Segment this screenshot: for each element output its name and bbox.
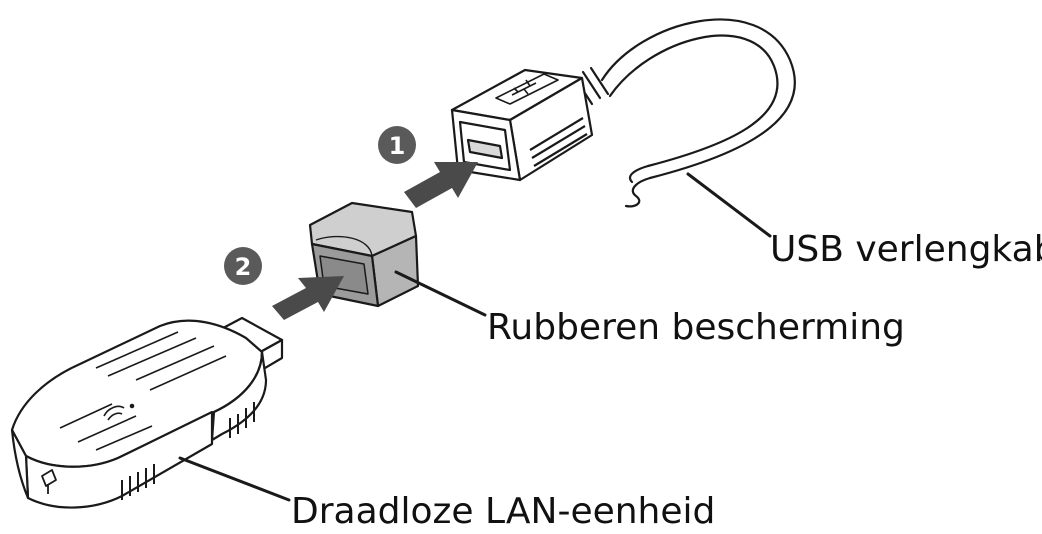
- status-led: [41, 469, 57, 487]
- usb-female-connector: [450, 68, 594, 182]
- leader-line-rubber-cover: [394, 270, 487, 317]
- usb-symbol-icon: [495, 73, 559, 105]
- step-number-1: 1: [389, 132, 406, 160]
- step-number-2: 2: [235, 253, 252, 281]
- usb-extension-cable: [573, 18, 796, 208]
- step-badge-2: 2: [224, 247, 262, 285]
- usb-cable-label: USB verlengkabel: [770, 229, 1042, 270]
- wifi-icon: [103, 403, 135, 421]
- rubber-cover-label: Rubberen bescherming: [487, 307, 905, 348]
- front-vents: [121, 464, 155, 500]
- arrow-step-2: [272, 276, 344, 320]
- wireless-lan-unit-label: Draadloze LAN-eenheid: [291, 491, 716, 532]
- top-panel-lines: [59, 331, 227, 451]
- leader-lines: [178, 172, 772, 502]
- step-badge-1: 1: [378, 126, 416, 164]
- side-vents: [229, 402, 255, 438]
- wireless-lan-unit: [10, 316, 284, 509]
- leader-line-usb-cable: [686, 172, 772, 238]
- leader-line-wireless-lan: [178, 456, 291, 502]
- arrow-step-1: [404, 162, 478, 208]
